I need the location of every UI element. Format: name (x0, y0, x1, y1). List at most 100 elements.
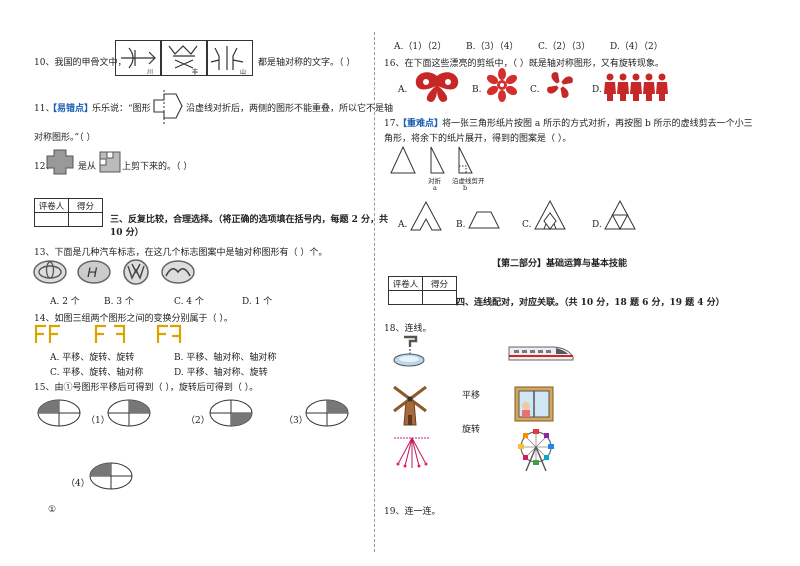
score-cell-score[interactable] (422, 290, 457, 305)
q16-option-a[interactable]: A. (398, 85, 408, 95)
q15-label-4: （4） (66, 479, 90, 489)
q15-ellipse-2 (208, 398, 254, 428)
q15-text: 15、由①号图形平移后可得到（ ），旋转后可得到（ ）。 (34, 383, 259, 393)
q17-number: 17、 (384, 119, 405, 129)
q13-option-a[interactable]: A. 2 个 (50, 297, 80, 307)
q17-triangle-folded-a (428, 146, 446, 174)
oracle-glyphs-figure (115, 40, 253, 76)
windmill-image[interactable] (390, 381, 430, 427)
q13-option-d[interactable]: D. 1 个 (242, 297, 273, 307)
q13-text: 13、下面是几种汽车标志，在这几个标志图案中是轴对称图形有（ ）个。 (34, 248, 328, 258)
q16-option-b[interactable]: B. (472, 85, 482, 95)
papercut-snowflake (485, 68, 519, 102)
q15-label-2: （2） (186, 416, 210, 426)
score-cell-score[interactable] (68, 212, 103, 227)
score-cell-grader[interactable] (34, 212, 69, 227)
q17-option-d-figure (604, 200, 636, 230)
q15-option-d[interactable]: D.（4）（2） (610, 42, 663, 52)
hyundai-logo: H (77, 260, 111, 284)
papercut-people-row (604, 72, 668, 102)
column-divider (374, 32, 375, 552)
q11-text-2: 沿虚线对折后，两侧的图形不能重叠，所以它不是轴 (186, 104, 394, 114)
q17-option-d[interactable]: D. (592, 220, 602, 230)
q16-option-c[interactable]: C. (530, 85, 540, 95)
q14-text: 14、如图三组两个图形之间的变换分别属于（ ）。 (34, 314, 233, 324)
score-header-score: 得分 (422, 276, 457, 291)
q15-option-c[interactable]: C.（2）（3） (538, 42, 591, 52)
q17-caption-fold: 对折 (428, 177, 441, 185)
swing-ride-image[interactable] (392, 434, 432, 470)
q17-tag: 【重难点】 (398, 119, 444, 129)
q17-text-1: 将一张三角形纸片按图 a 所示的方式对折，再按图 b 所示的虚线剪去一个小三 (442, 119, 753, 129)
q17-caption-b: b (463, 184, 468, 192)
q12-cutout-shape (46, 149, 74, 175)
q11-line-2: 对称图形。”（ ） (34, 133, 96, 143)
section-3-title: 三、反复比较，合理选择。（将正确的选项填在括号内，每题 2 分，共 (110, 215, 389, 225)
q17-option-b-figure (468, 211, 500, 229)
volkswagen-logo (123, 259, 149, 285)
q18-text: 18、连线。 (384, 324, 432, 334)
svg-text:H: H (87, 264, 98, 280)
q14-ff-figure (34, 324, 194, 344)
match-word-translate[interactable]: 平移 (462, 391, 481, 401)
high-speed-train-image[interactable] (508, 341, 574, 363)
q14-option-d[interactable]: D. 平移、轴对称、旋转 (174, 368, 268, 378)
q17-option-c[interactable]: C. (522, 220, 532, 230)
mazda-logo (161, 260, 195, 284)
q12-paper-shape (99, 151, 121, 173)
score-cell-grader[interactable] (388, 290, 423, 305)
q14-option-c[interactable]: C. 平移、旋转、轴对称 (50, 368, 144, 378)
glyph-caption-1: 川 (147, 69, 154, 76)
q13-option-b[interactable]: B. 3 个 (104, 297, 134, 307)
glyph-caption-3: 山 (240, 69, 247, 76)
ferris-wheel-image[interactable] (516, 429, 556, 473)
q17-option-a-figure (410, 201, 442, 231)
score-header-score: 得分 (68, 198, 103, 213)
q15-option-b[interactable]: B.（3）（4） (466, 42, 519, 52)
q15-ellipse-1 (106, 398, 152, 428)
q17-triangle-cut-b (456, 146, 474, 174)
q17-option-b[interactable]: B. (456, 220, 466, 230)
q19-text: 19、连一连。 (384, 507, 441, 517)
q15-circle-label: ① (48, 505, 57, 515)
q15-label-1: （1） (86, 416, 110, 426)
q12-text-1: 是从 (78, 162, 97, 172)
q11-text-1: 乐乐说：“图形 (92, 104, 151, 114)
q12-number: 12、 (34, 162, 55, 172)
q15-ellipse-original (36, 398, 82, 428)
toyota-logo (33, 260, 67, 284)
q13-option-c[interactable]: C. 4 个 (174, 297, 204, 307)
q11-number: 11、 (34, 104, 55, 114)
q11-tag: 【易错点】 (48, 104, 94, 114)
match-word-rotate[interactable]: 旋转 (462, 425, 481, 435)
q16-option-d[interactable]: D. (592, 85, 602, 95)
q15-option-a[interactable]: A.（1）（2） (394, 42, 447, 52)
q17-caption-cut: 沿虚线剪开 (452, 177, 485, 185)
section-3-title-2: 10 分） (110, 228, 144, 238)
q15-label-3: （3） (284, 416, 308, 426)
section-4-title: 四、连线配对，对应关联。（共 10 分，18 题 6 分，19 题 4 分） (456, 298, 725, 308)
q14-option-b[interactable]: B. 平移、轴对称、轴对称 (174, 353, 277, 363)
q17-caption-a: a (433, 184, 437, 192)
q12-text-2: 上剪下来的。（ ） (122, 162, 193, 172)
q10-suffix: 都是轴对称的文字。（ ） (258, 58, 356, 68)
q15-ellipse-4 (88, 461, 134, 491)
q17-line-2: 角形，将余下的纸片展开，得到的图案是（ ）。 (384, 134, 572, 144)
score-box-section-4: 评卷人得分 (388, 276, 457, 305)
score-header-grader: 评卷人 (34, 198, 69, 213)
papercut-butterfly (412, 70, 462, 104)
q17-option-c-figure (534, 200, 566, 230)
q10-prefix: 10、我国的甲骨文中， (34, 58, 127, 68)
faucet-sink-image[interactable] (392, 333, 426, 371)
q17-option-a[interactable]: A. (398, 220, 408, 230)
q14-option-a[interactable]: A. 平移、旋转、旋转 (50, 353, 135, 363)
glyph-caption-2: 非 (192, 69, 199, 76)
score-box-section-3: 评卷人得分 (34, 198, 103, 227)
score-header-grader: 评卷人 (388, 276, 423, 291)
q11-shape-figure (150, 90, 186, 124)
q15-ellipse-3 (304, 398, 350, 428)
q16-text: 16、在下面这些漂亮的剪纸中，（ ）既是轴对称图形，又有旋转现象。 (384, 59, 664, 69)
sliding-window-image[interactable] (514, 386, 554, 422)
q17-triangle-original (390, 146, 416, 174)
car-logos-figure: H (32, 258, 202, 286)
